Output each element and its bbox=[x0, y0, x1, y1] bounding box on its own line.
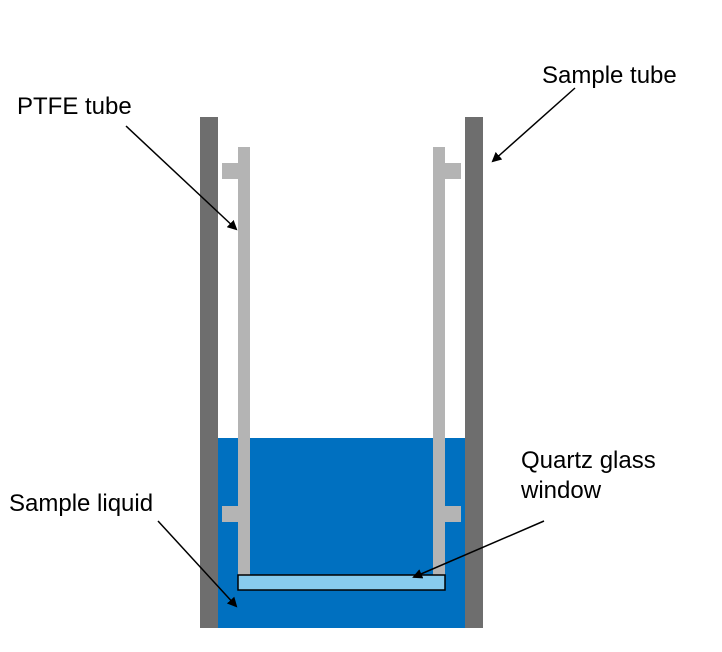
quartz-window-label: Quartz glass window bbox=[521, 447, 656, 504]
sample-tube-left-wall bbox=[200, 117, 218, 628]
sample-liquid-label: Sample liquid bbox=[9, 490, 154, 517]
ptfe-tube-left-wall bbox=[238, 147, 250, 575]
arrow-sample-tube bbox=[491, 87, 576, 163]
arrow-sample-liquid bbox=[157, 520, 238, 608]
ptfe-tube-left-upper-flange bbox=[222, 163, 238, 179]
ptfe-tube-label: PTFE tube bbox=[17, 93, 132, 120]
ptfe-tube-right-lower-flange bbox=[445, 506, 461, 522]
sample-tube-label: Sample tube bbox=[542, 62, 677, 89]
ptfe-tube-left-lower-flange bbox=[222, 506, 238, 522]
arrow-quartz-window bbox=[412, 520, 545, 579]
sample-tube-right-wall bbox=[465, 117, 483, 628]
quartz-glass-window bbox=[237, 574, 446, 591]
sample-liquid bbox=[218, 438, 465, 628]
ptfe-tube-right-wall bbox=[433, 147, 445, 575]
arrow-ptfe-tube bbox=[125, 125, 238, 231]
ptfe-tube-right-upper-flange bbox=[445, 163, 461, 179]
